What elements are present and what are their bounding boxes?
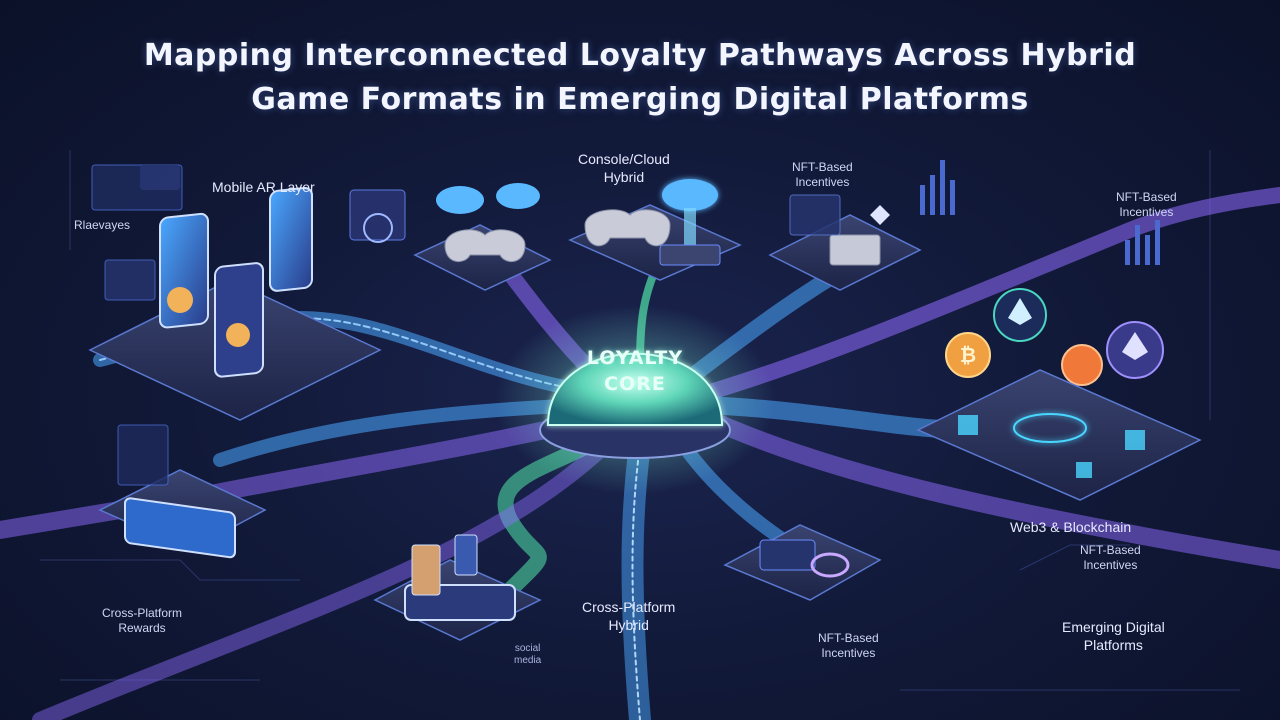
label-nft-top-line-1: NFT-Based: [792, 160, 853, 174]
glow-ring: [1013, 413, 1087, 443]
label-emerging-line-1: Emerging Digital: [1062, 619, 1165, 635]
bitcoin-coin-icon: [945, 332, 991, 378]
label-web3: Web3 & Blockchain: [1010, 519, 1132, 535]
console-platform-left: [413, 183, 552, 291]
phone-right: [269, 186, 313, 292]
nft-card: [759, 539, 816, 571]
core-dome: [546, 352, 724, 426]
title-line-2: Game Formats in Emerging Digital Platfor…: [251, 82, 1029, 117]
label-nft-right: NFT-Based Incentives: [1116, 190, 1177, 220]
node-block: [1125, 430, 1145, 450]
web3-platform: [916, 369, 1202, 501]
photo-card-2: [454, 534, 478, 576]
label-cross-hybrid-line-2: Hybrid: [608, 617, 649, 633]
nft-panel: [789, 194, 841, 236]
label-social-line-2: media: [514, 655, 542, 666]
label-cross-rewards-line-2: Rewards: [118, 621, 166, 635]
title-line-1: Mapping Interconnected Loyalty Pathways …: [143, 38, 1137, 73]
core-line-2: CORE: [604, 373, 666, 395]
label-nft-right-line-2: Incentives: [1119, 205, 1174, 219]
core-line-1: LOYALTY: [586, 347, 684, 369]
bar-chart-decoration-right: [1125, 220, 1160, 265]
cloud-beam: [684, 208, 696, 248]
label-cross-hybrid-line-1: Cross-Platform: [582, 599, 676, 615]
label-nft-bottom-line-2: Incentives: [821, 646, 876, 660]
gem-icon: [870, 205, 890, 225]
label-nft-mid: NFT-Based Incentives: [1080, 543, 1141, 573]
svg-text:₿: ₿: [960, 343, 976, 367]
phone-center: [214, 262, 264, 378]
tablet-platform: [98, 424, 267, 559]
label-cross-rewards-line-1: Cross-Platform: [102, 606, 183, 620]
cloud-icon: [436, 186, 484, 214]
label-console-cloud-line-2: Hybrid: [603, 169, 645, 185]
photo-card: [411, 544, 441, 596]
pathway-down-lines: [631, 444, 641, 720]
node-block: [958, 415, 978, 435]
server-block: [659, 244, 721, 266]
node-block: [1076, 462, 1092, 478]
tablet-device: [124, 497, 236, 559]
pathway-to-bottom-left: [32, 442, 608, 720]
label-mobile-ar: Mobile AR Layer: [212, 179, 315, 195]
token-coin-icon: [1061, 344, 1103, 386]
gamepad-icon: [444, 229, 526, 263]
label-social-line-1: social: [514, 643, 541, 654]
left-ui-panels: [91, 164, 183, 301]
social-platform: [373, 534, 542, 641]
label-console-cloud: Console/Cloud Hybrid: [578, 150, 670, 186]
console-platform-center: [568, 179, 742, 281]
label-nft-mid-line-1: NFT-Based: [1080, 543, 1141, 557]
circuit-lines: [40, 150, 1240, 691]
label-social: social media: [514, 643, 541, 667]
diagram-title: Mapping Interconnected Loyalty Pathways …: [0, 34, 1280, 122]
label-nft-bottom: NFT-Based Incentives: [818, 631, 879, 661]
label-nft-top-line-2: Incentives: [795, 175, 850, 189]
label-nft-top: NFT-Based Incentives: [792, 160, 853, 190]
label-nft-bottom-line-1: NFT-Based: [818, 631, 879, 645]
ar-target-icon: [363, 213, 393, 243]
nft-top-platform: [768, 194, 922, 291]
label-cross-hybrid: Cross-Platform Hybrid: [582, 598, 675, 634]
bar-chart-decoration-top: [920, 160, 955, 215]
pathway-to-left-lower: [0, 411, 599, 539]
pathway-to-right-upper: [692, 187, 1280, 403]
nft-bottom-platform: [723, 524, 882, 601]
label-nft-mid-line-2: Incentives: [1083, 558, 1138, 572]
character-icon: [167, 287, 193, 313]
left-info-panel: [117, 424, 169, 486]
server-rack-icon: [829, 234, 881, 266]
cloud-icon-2: [496, 183, 540, 209]
loyalty-core-label: LOYALTY CORE: [560, 345, 710, 397]
label-emerging: Emerging Digital Platforms: [1062, 618, 1165, 654]
gamepad-icon: [584, 209, 671, 247]
loyalty-core: [495, 305, 775, 495]
label-rewards-top: Rlaevayes: [74, 218, 131, 232]
label-cross-rewards: Cross-Platform Rewards: [102, 606, 182, 636]
label-emerging-line-2: Platforms: [1083, 637, 1143, 653]
label-console-cloud-line-1: Console/Cloud: [578, 151, 670, 167]
character-icon-2: [226, 323, 250, 347]
cloud-icon: [662, 179, 718, 211]
mobile-ar-platform: [88, 186, 406, 421]
label-nft-right-line-1: NFT-Based: [1116, 190, 1177, 204]
nft-ring-icon: [810, 552, 850, 578]
